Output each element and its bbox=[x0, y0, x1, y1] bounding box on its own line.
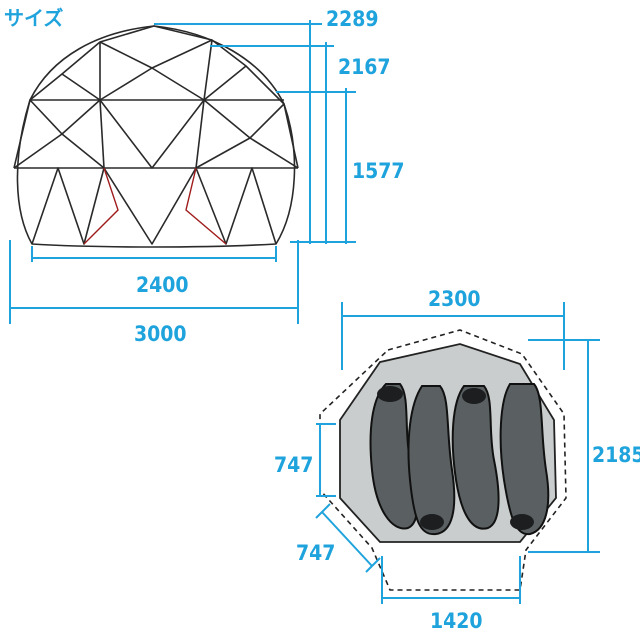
dim-depth-2185: 2185 bbox=[592, 443, 640, 467]
dim-width-2300: 2300 bbox=[428, 287, 481, 311]
dim-height-total: 2289 bbox=[326, 7, 379, 31]
dim-line-747-diag bbox=[321, 511, 373, 567]
sleeping-bag-3 bbox=[451, 385, 500, 530]
dim-height-mid: 2167 bbox=[338, 55, 391, 79]
top-dimensions: 2300 2185 747 747 1420 bbox=[274, 287, 640, 633]
sleeping-bag-4 bbox=[499, 383, 550, 536]
dome-cap-v bbox=[99, 39, 213, 69]
dome-frame-red-2 bbox=[185, 167, 227, 245]
dim-door-width: 1420 bbox=[430, 609, 483, 633]
dim-vestibule-diag: 747 bbox=[296, 541, 335, 565]
page-title: サイズ bbox=[4, 6, 64, 30]
dome-side-view bbox=[13, 25, 299, 248]
dim-width-outer: 3000 bbox=[134, 322, 187, 346]
dome-cap-w bbox=[61, 65, 247, 101]
dim-width-inner: 2400 bbox=[136, 273, 189, 297]
dome-frame-red-1 bbox=[83, 167, 119, 245]
sleeping-bag-2 bbox=[407, 385, 456, 536]
dome-low-zigzag bbox=[31, 167, 277, 245]
dim-height-wall: 1577 bbox=[352, 159, 405, 183]
dim-vestibule-side: 747 bbox=[274, 453, 313, 477]
side-dimensions: 2289 2167 1577 2400 3000 bbox=[9, 7, 405, 346]
sleeping-bag-1 bbox=[369, 383, 419, 530]
dome-mid-zigzag bbox=[13, 99, 299, 169]
